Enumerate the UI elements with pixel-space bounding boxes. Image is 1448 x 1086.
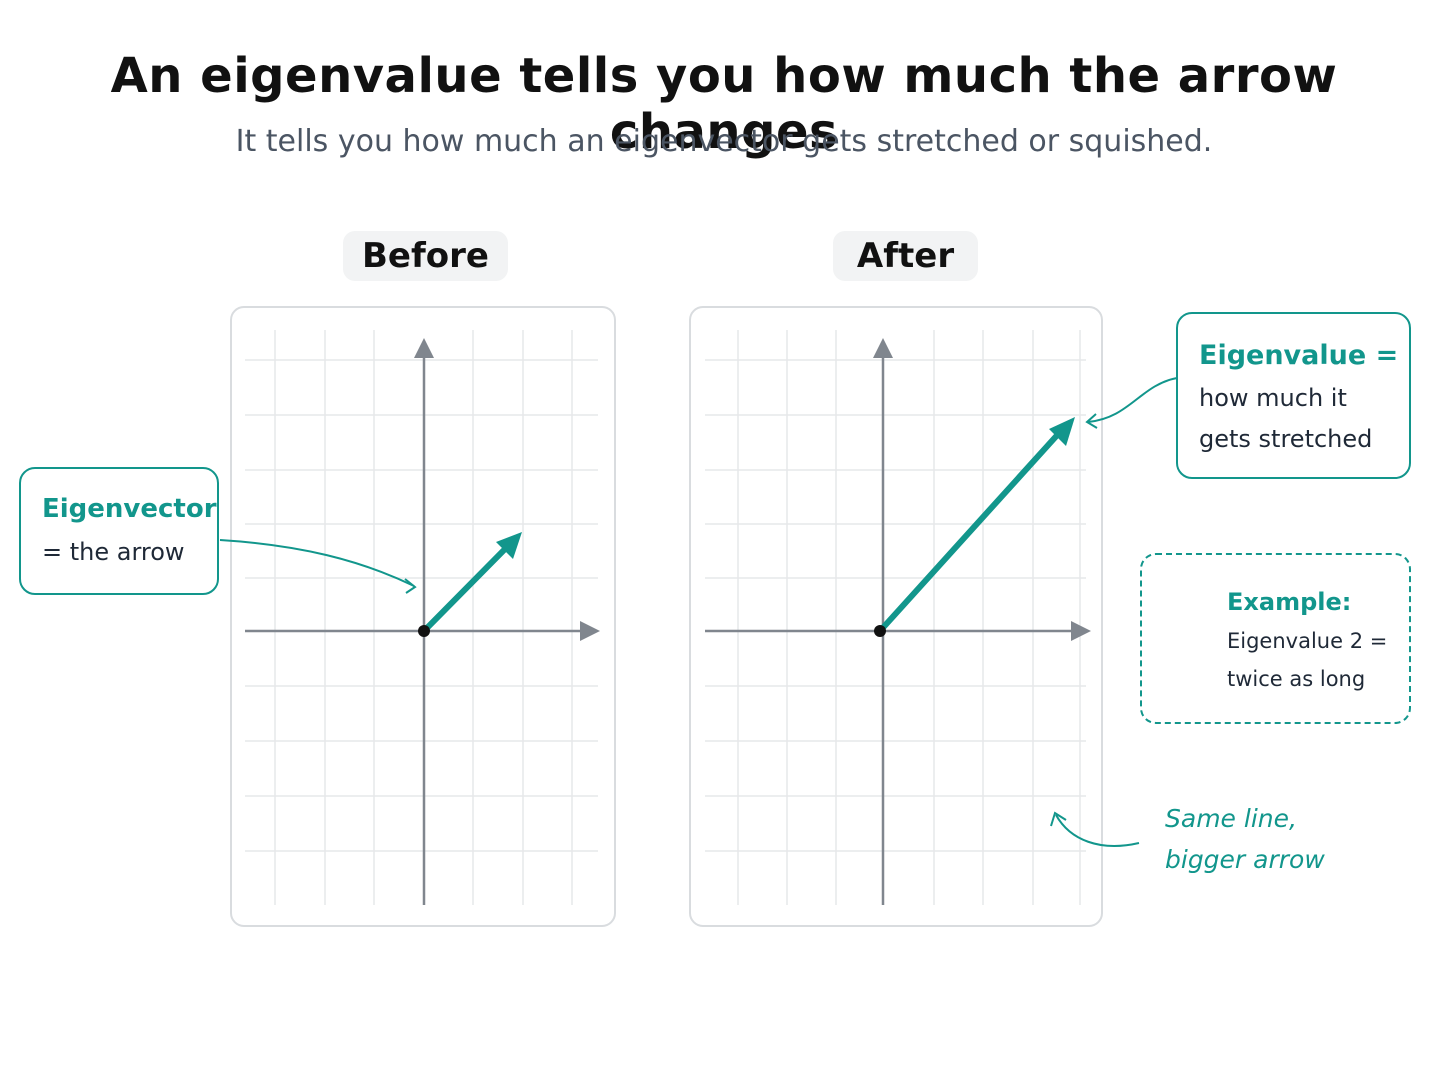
eigenvector-callout: [19, 467, 219, 595]
after-label: After: [833, 231, 978, 281]
eigenvalue-heading: Eigenvalue =: [1199, 340, 1399, 371]
eigenvalue-line1: how much it: [1199, 384, 1347, 412]
after-panel: [689, 306, 1103, 927]
example-callout: [1140, 553, 1411, 724]
page-subtitle: It tells you how much an eigenvector get…: [235, 124, 1213, 159]
page-title: An eigenvalue tells you how much the arr…: [110, 48, 1338, 160]
note-line1: Same line,: [1165, 804, 1297, 833]
eigenvalue-line2: gets stretched: [1199, 425, 1373, 453]
eigenvector-text: = the arrow: [42, 538, 185, 566]
eigenvalue-callout: [1176, 312, 1411, 479]
example-line2: twice as long: [1227, 667, 1366, 691]
before-panel: [230, 306, 616, 927]
eigenvector-heading: Eigenvector: [42, 494, 217, 524]
example-heading: Example:: [1227, 588, 1352, 616]
example-line1: Eigenvalue 2 =: [1227, 629, 1388, 653]
before-label: Before: [343, 231, 508, 281]
note-line2: bigger arrow: [1165, 845, 1325, 874]
